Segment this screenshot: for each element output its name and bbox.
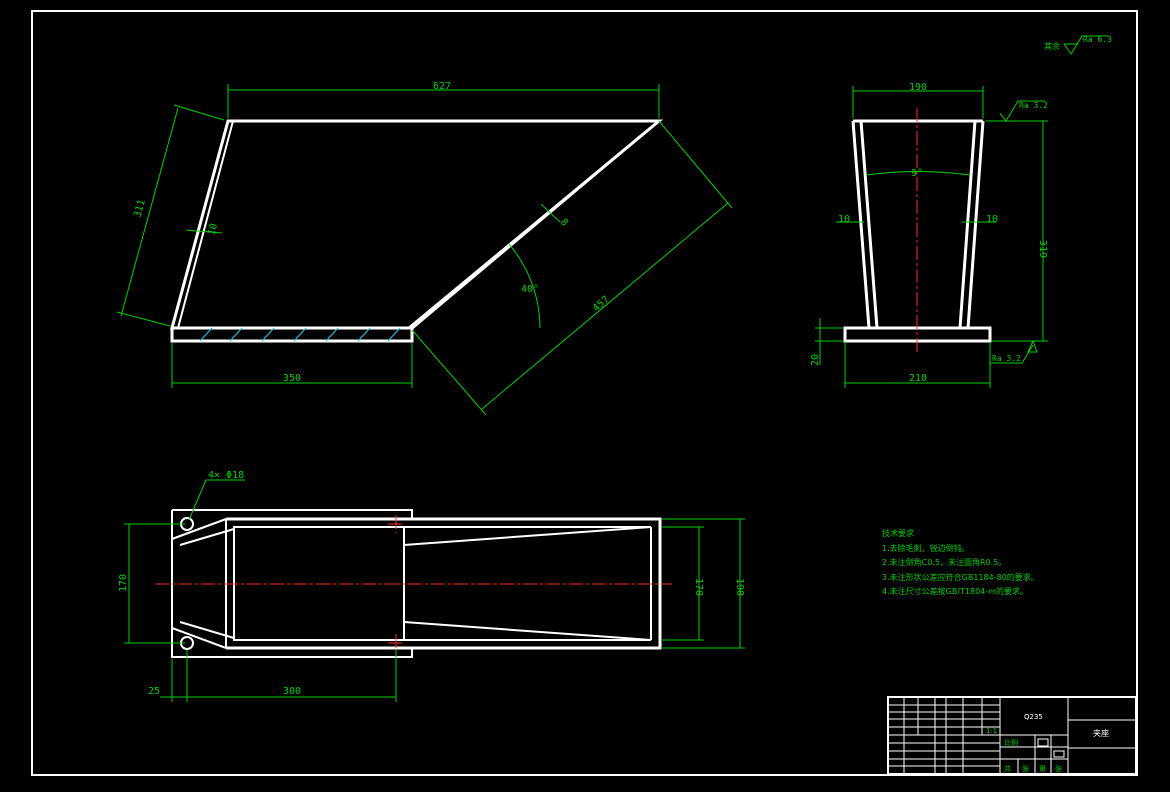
dim-210-text: 210	[909, 373, 927, 384]
dim-40-angle: 40°	[508, 243, 541, 329]
dim-190-side: 190	[852, 82, 984, 118]
top-view: 4× Φ18 170 170 190 25	[118, 470, 745, 702]
dim-170-right: 170	[662, 526, 704, 641]
dim-170-left-text: 170	[118, 574, 129, 592]
tb-scale-label: 比例	[1004, 738, 1018, 747]
dim-350: 350	[171, 342, 413, 388]
dim-170-right-text: 170	[693, 578, 704, 596]
dim-350-text: 350	[283, 373, 301, 384]
roughness-value: Ra 6.3	[1083, 35, 1112, 44]
tech-notes-title: 技术要求	[882, 528, 914, 538]
dim-311-text: 311	[132, 198, 148, 218]
side-view: 190 9° 10 10 319 20	[810, 82, 1048, 388]
dim-190-right: 190	[662, 518, 745, 649]
dim-holes: 4× Φ18	[188, 470, 245, 521]
dim-9-angle: 9°	[865, 168, 971, 179]
roughness-prefix: 其余	[1044, 41, 1060, 51]
dim-10-left-text: 10	[838, 214, 850, 225]
top-body-outer	[226, 517, 662, 650]
tech-note-2: 2.未注倒角C0.5，未注圆角R0.5。	[882, 557, 1006, 567]
dim-190-right-text: 190	[734, 578, 745, 596]
ra-top-text: Ra 3.2	[1019, 101, 1048, 110]
title-block: Q235 夹座 比例 1:1 共 张 第 张	[887, 696, 1137, 775]
tb-sheet-a: 共	[1004, 764, 1011, 773]
front-left-wall-inner	[177, 120, 234, 329]
dim-20: 20	[810, 318, 843, 366]
dim-20-text: 20	[810, 354, 821, 366]
side-right-wall	[958, 120, 985, 329]
dim-457-text: 457	[591, 294, 612, 314]
dim-170-left: 170	[118, 523, 185, 644]
top-taper	[403, 526, 652, 641]
front-view: 627 311 10 8 40° 457	[116, 81, 733, 416]
dim-25-300: 25 300	[148, 650, 397, 702]
dim-10-right-text: 10	[986, 214, 998, 225]
dim-457: 457	[411, 120, 733, 416]
dim-627: 627	[227, 81, 660, 118]
dim-10-front: 10	[185, 222, 223, 237]
sheet-border	[31, 10, 1138, 776]
dim-190-side-text: 190	[909, 82, 927, 93]
hole-mark-top	[388, 515, 404, 533]
dim-319-text: 319	[1037, 240, 1048, 258]
dim-300-text: 300	[283, 686, 301, 697]
tech-note-1: 1.去除毛刺，锐边倒钝。	[882, 543, 970, 553]
tb-sheet-d: 张	[1055, 764, 1062, 773]
tech-note-4: 4.未注尺寸公差按GB/T1804-m的要求。	[882, 586, 1028, 596]
ra-bottom-text: Ra 3.2	[992, 354, 1021, 363]
tech-note-3: 3.未注形状公差应符合GB1184-80的要求。	[882, 572, 1039, 582]
dim-311: 311	[116, 104, 225, 327]
dim-25-text: 25	[148, 686, 160, 697]
tb-scale-value: 1:1	[986, 727, 997, 735]
dim-10-side-right: 10	[962, 214, 998, 225]
dim-40-text: 40°	[521, 284, 539, 295]
tb-material: Q235	[1024, 713, 1043, 721]
hole-mark-bottom	[388, 634, 404, 652]
dim-319: 319	[986, 120, 1048, 342]
tb-part-name: 夹座	[1093, 728, 1109, 738]
dim-10-front-text: 10	[206, 222, 220, 237]
tech-notes: 技术要求 1.去除毛刺，锐边倒钝。 2.未注倒角C0.5，未注圆角R0.5。 3…	[882, 528, 1039, 596]
tb-sheet-c: 第	[1039, 764, 1046, 773]
dim-8-diag: 8	[540, 203, 570, 229]
dim-9-text: 9°	[911, 168, 923, 179]
front-diag-wall-inner	[412, 126, 653, 329]
dim-627-text: 627	[433, 81, 451, 92]
front-outline	[170, 119, 664, 330]
tb-sheet-b: 张	[1022, 764, 1029, 773]
dim-8-diag-text: 8	[558, 217, 570, 229]
front-base-hatch	[199, 327, 401, 342]
ra-top-mark: Ra 3.2	[999, 100, 1048, 122]
dim-10-side-left: 10	[836, 214, 864, 225]
side-left-wall	[851, 120, 879, 329]
front-base-plate	[170, 326, 414, 343]
dim-holes-text: 4× Φ18	[208, 470, 244, 481]
roughness-note: 其余 Ra 6.3	[1044, 35, 1112, 55]
dim-210: 210	[844, 342, 991, 388]
ra-bottom-mark: Ra 3.2	[990, 339, 1038, 364]
